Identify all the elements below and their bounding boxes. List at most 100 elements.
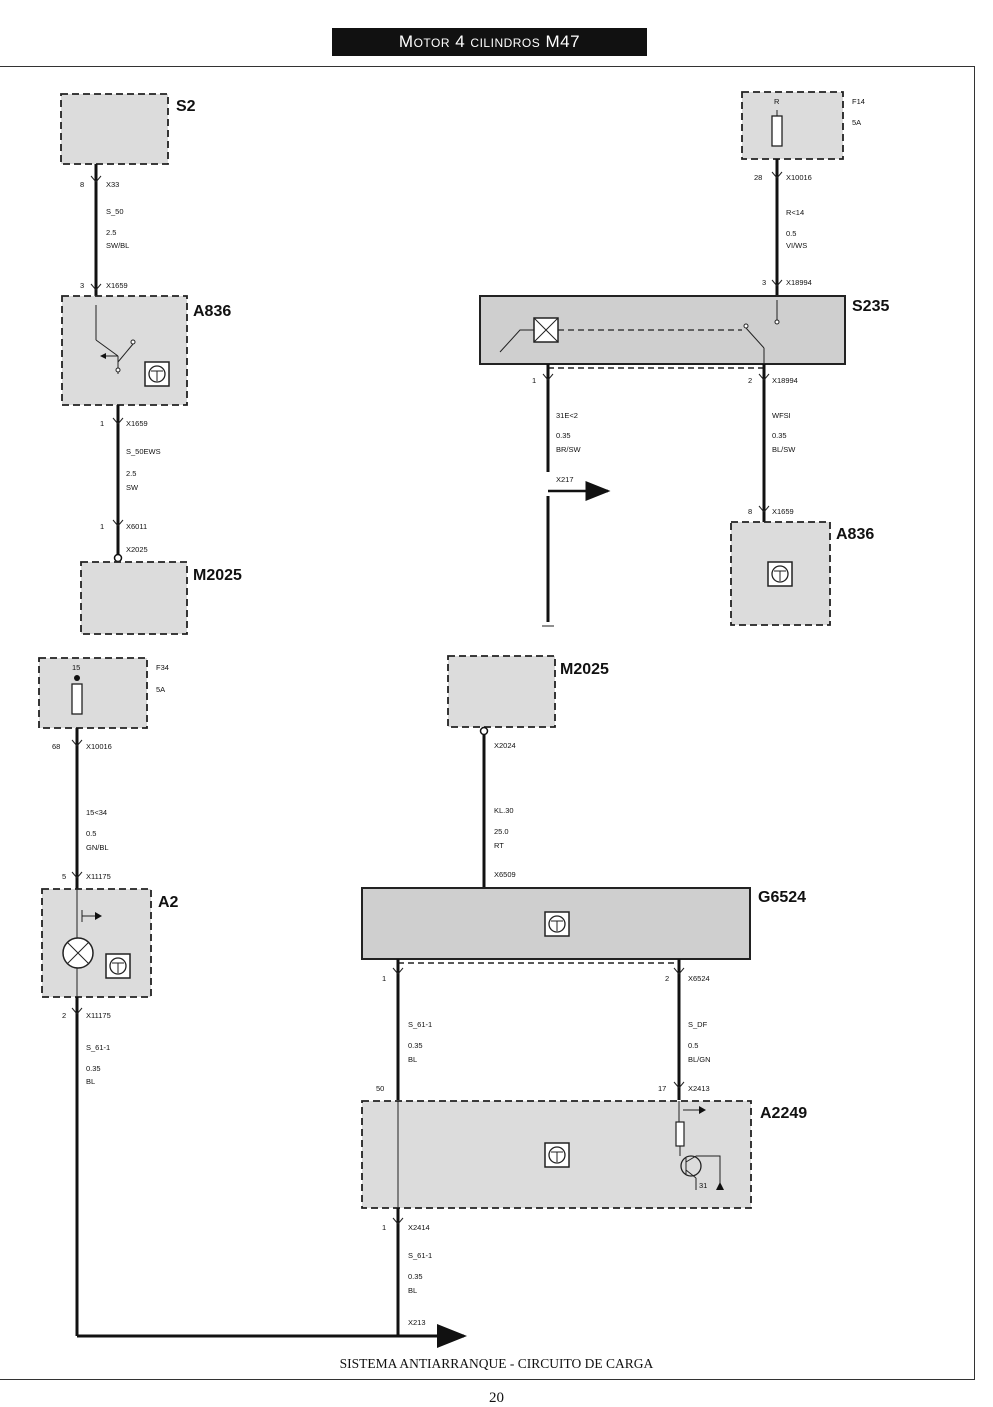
- w6-conn-bot-label: X11175: [86, 872, 111, 881]
- w9-pin-top-label: 1: [382, 974, 386, 983]
- w6-signal-label: 15<34: [86, 808, 107, 817]
- component-f14: R F14 5A: [741, 91, 865, 160]
- s2-label: S2: [176, 98, 196, 115]
- w8-signal-label: S_61-1: [86, 1043, 110, 1052]
- w4-color-label: BR/SW: [556, 445, 582, 454]
- w5-pin-top-label: 2: [748, 376, 752, 385]
- w4-pin-top-label: 1: [532, 376, 536, 385]
- w1-signal-label: S_50: [106, 207, 124, 216]
- w1-color-label: SW/BL: [106, 241, 129, 250]
- wire-w3: 28 X10016 R<14 0.5 VI/WS 3 X18994: [754, 159, 812, 296]
- w3-conn-top-label: X10016: [786, 173, 812, 182]
- component-a836-top: A836: [61, 295, 231, 406]
- w5-color-label: BL/SW: [772, 445, 796, 454]
- w5-conn-top-label: X18994: [772, 376, 798, 385]
- w8-pin-top-label: 2: [62, 1011, 66, 1020]
- w10-conn-top-label: X6524: [688, 974, 710, 983]
- w8-conn-top-label: X11175: [86, 1011, 111, 1020]
- w11-color-label: BL: [408, 1286, 417, 1295]
- m2025-top-label: M2025: [193, 567, 242, 584]
- s235-label: S235: [852, 298, 889, 315]
- components-f34-term-label: 15: [72, 663, 80, 672]
- w10-pin-top-label: 2: [665, 974, 669, 983]
- component-f34: 15 F34 5A: [38, 657, 169, 729]
- m2025-mid-label: M2025: [560, 661, 609, 678]
- wire-w4: 1 31E<2 0.35 BR/SW X217: [532, 364, 611, 627]
- w8-color-label: BL: [86, 1077, 95, 1086]
- w6-gauge-label: 0.5: [86, 829, 96, 838]
- w3-gauge-label: 0.5: [786, 229, 796, 238]
- w5-conn-bot-label: X1659: [772, 507, 794, 516]
- a2249-ground: 31: [699, 1181, 707, 1190]
- w5-gauge-label: 0.35: [772, 431, 787, 440]
- w1-pin-bot-label: 3: [80, 281, 84, 290]
- w7-signal-label: KL.30: [494, 806, 514, 815]
- page-caption: SISTEMA ANTIARRANQUE - CIRCUITO DE CARGA: [339, 1356, 654, 1371]
- w9-signal-label: S_61-1: [408, 1020, 432, 1029]
- w1-conn-top-label: X33: [106, 180, 119, 189]
- component-a2: A2: [41, 888, 179, 998]
- w4-signal-label: 31E<2: [556, 411, 578, 420]
- w11-pin-top-label: 1: [382, 1223, 386, 1232]
- wire-w5: 2 X18994 WFSI 0.35 BL/SW 8 X1659: [748, 364, 798, 522]
- w1-gauge-label: 2.5: [106, 228, 116, 237]
- w11-signal-label: S_61-1: [408, 1251, 432, 1260]
- w2-signal-label: S_50EWS: [126, 447, 161, 456]
- w3-pin-top-label: 28: [754, 173, 762, 182]
- component-m2025-top: M2025: [80, 561, 242, 635]
- w6-conn-top-label: X10016: [86, 742, 112, 751]
- w3-conn-bot-label: X18994: [786, 278, 812, 287]
- w3-color-label: VI/WS: [786, 241, 807, 250]
- w7-color-label: RT: [494, 841, 504, 850]
- g6524-label: G6524: [758, 889, 806, 906]
- w9-pin-bot-label: 50: [376, 1084, 384, 1093]
- wire-w9: 1 S_61-1 0.35 BL 50: [376, 959, 432, 1100]
- w10-pin-bot-label: 17: [658, 1084, 666, 1093]
- w10-color-label: BL/GN: [688, 1055, 711, 1064]
- w11-conn-top-label: X2414: [408, 1223, 430, 1232]
- wire-w6: 68 X10016 15<34 0.5 GN/BL 5 X11175: [52, 728, 112, 889]
- component-a836-right: A836: [730, 521, 874, 626]
- wire-w1: 8 X33 S_50 2.5 SW/BL 3 X1659: [80, 164, 129, 296]
- wire-w11: 1 X2414 S_61-1 0.35 BL X213: [382, 1208, 432, 1336]
- w5-signal-label: WFSI: [772, 411, 791, 420]
- w2-gauge-label: 2.5: [126, 469, 136, 478]
- w7-gauge-label: 25.0: [494, 827, 509, 836]
- w4-conn-bot-label: X217: [556, 475, 574, 484]
- w2-conn-top-label: X1659: [126, 419, 148, 428]
- w11-gauge-label: 0.35: [408, 1272, 423, 1281]
- component-g6524: G6524: [361, 887, 806, 964]
- w7-conn-top-label: X2024: [494, 741, 516, 750]
- w2-pin-bot-label: 1: [100, 522, 104, 531]
- w2-color-label: SW: [126, 483, 139, 492]
- a836-top-label: A836: [193, 303, 231, 320]
- page-frame: [0, 66, 975, 1380]
- a2249-label: A2249: [760, 1105, 807, 1122]
- wire-w8: 2 X11175 S_61-1 0.35 BL: [62, 997, 111, 1336]
- wire-w2: 1 X1659 S_50EWS 2.5 SW 1 X6011 X2025: [100, 405, 161, 563]
- f34-rating: 5A: [156, 685, 165, 694]
- component-s2: S2: [60, 93, 196, 165]
- component-a2249: A2249 31: [361, 1100, 807, 1209]
- f14-label: F14: [852, 97, 865, 106]
- w10-signal-label: S_DF: [688, 1020, 708, 1029]
- w7-conn-bot-label: X6509: [494, 870, 516, 879]
- w10-gauge-label: 0.5: [688, 1041, 698, 1050]
- a836-right-label: A836: [836, 526, 874, 543]
- wire-w7: X2024 KL.30 25.0 RT X6509: [479, 726, 516, 888]
- w6-pin-top-label: 68: [52, 742, 60, 751]
- f14-rating: 5A: [852, 118, 861, 127]
- component-s235: S235: [479, 295, 889, 369]
- w6-color-label: GN/BL: [86, 843, 109, 852]
- a2-label: A2: [158, 894, 179, 911]
- w1-pin-top-label: 8: [80, 180, 84, 189]
- components-f14-term-label: R: [774, 97, 780, 106]
- f34-label: F34: [156, 663, 169, 672]
- w9-color-label: BL: [408, 1055, 417, 1064]
- page-header: Motor 4 cilindros M47: [332, 28, 647, 56]
- header-title: Motor 4 cilindros M47: [398, 32, 581, 51]
- w9-gauge-label: 0.35: [408, 1041, 423, 1050]
- w2-conn-bot2-label: X2025: [126, 545, 148, 554]
- wire-w10: 2 X6524 S_DF 0.5 BL/GN 17 X2413: [658, 959, 711, 1100]
